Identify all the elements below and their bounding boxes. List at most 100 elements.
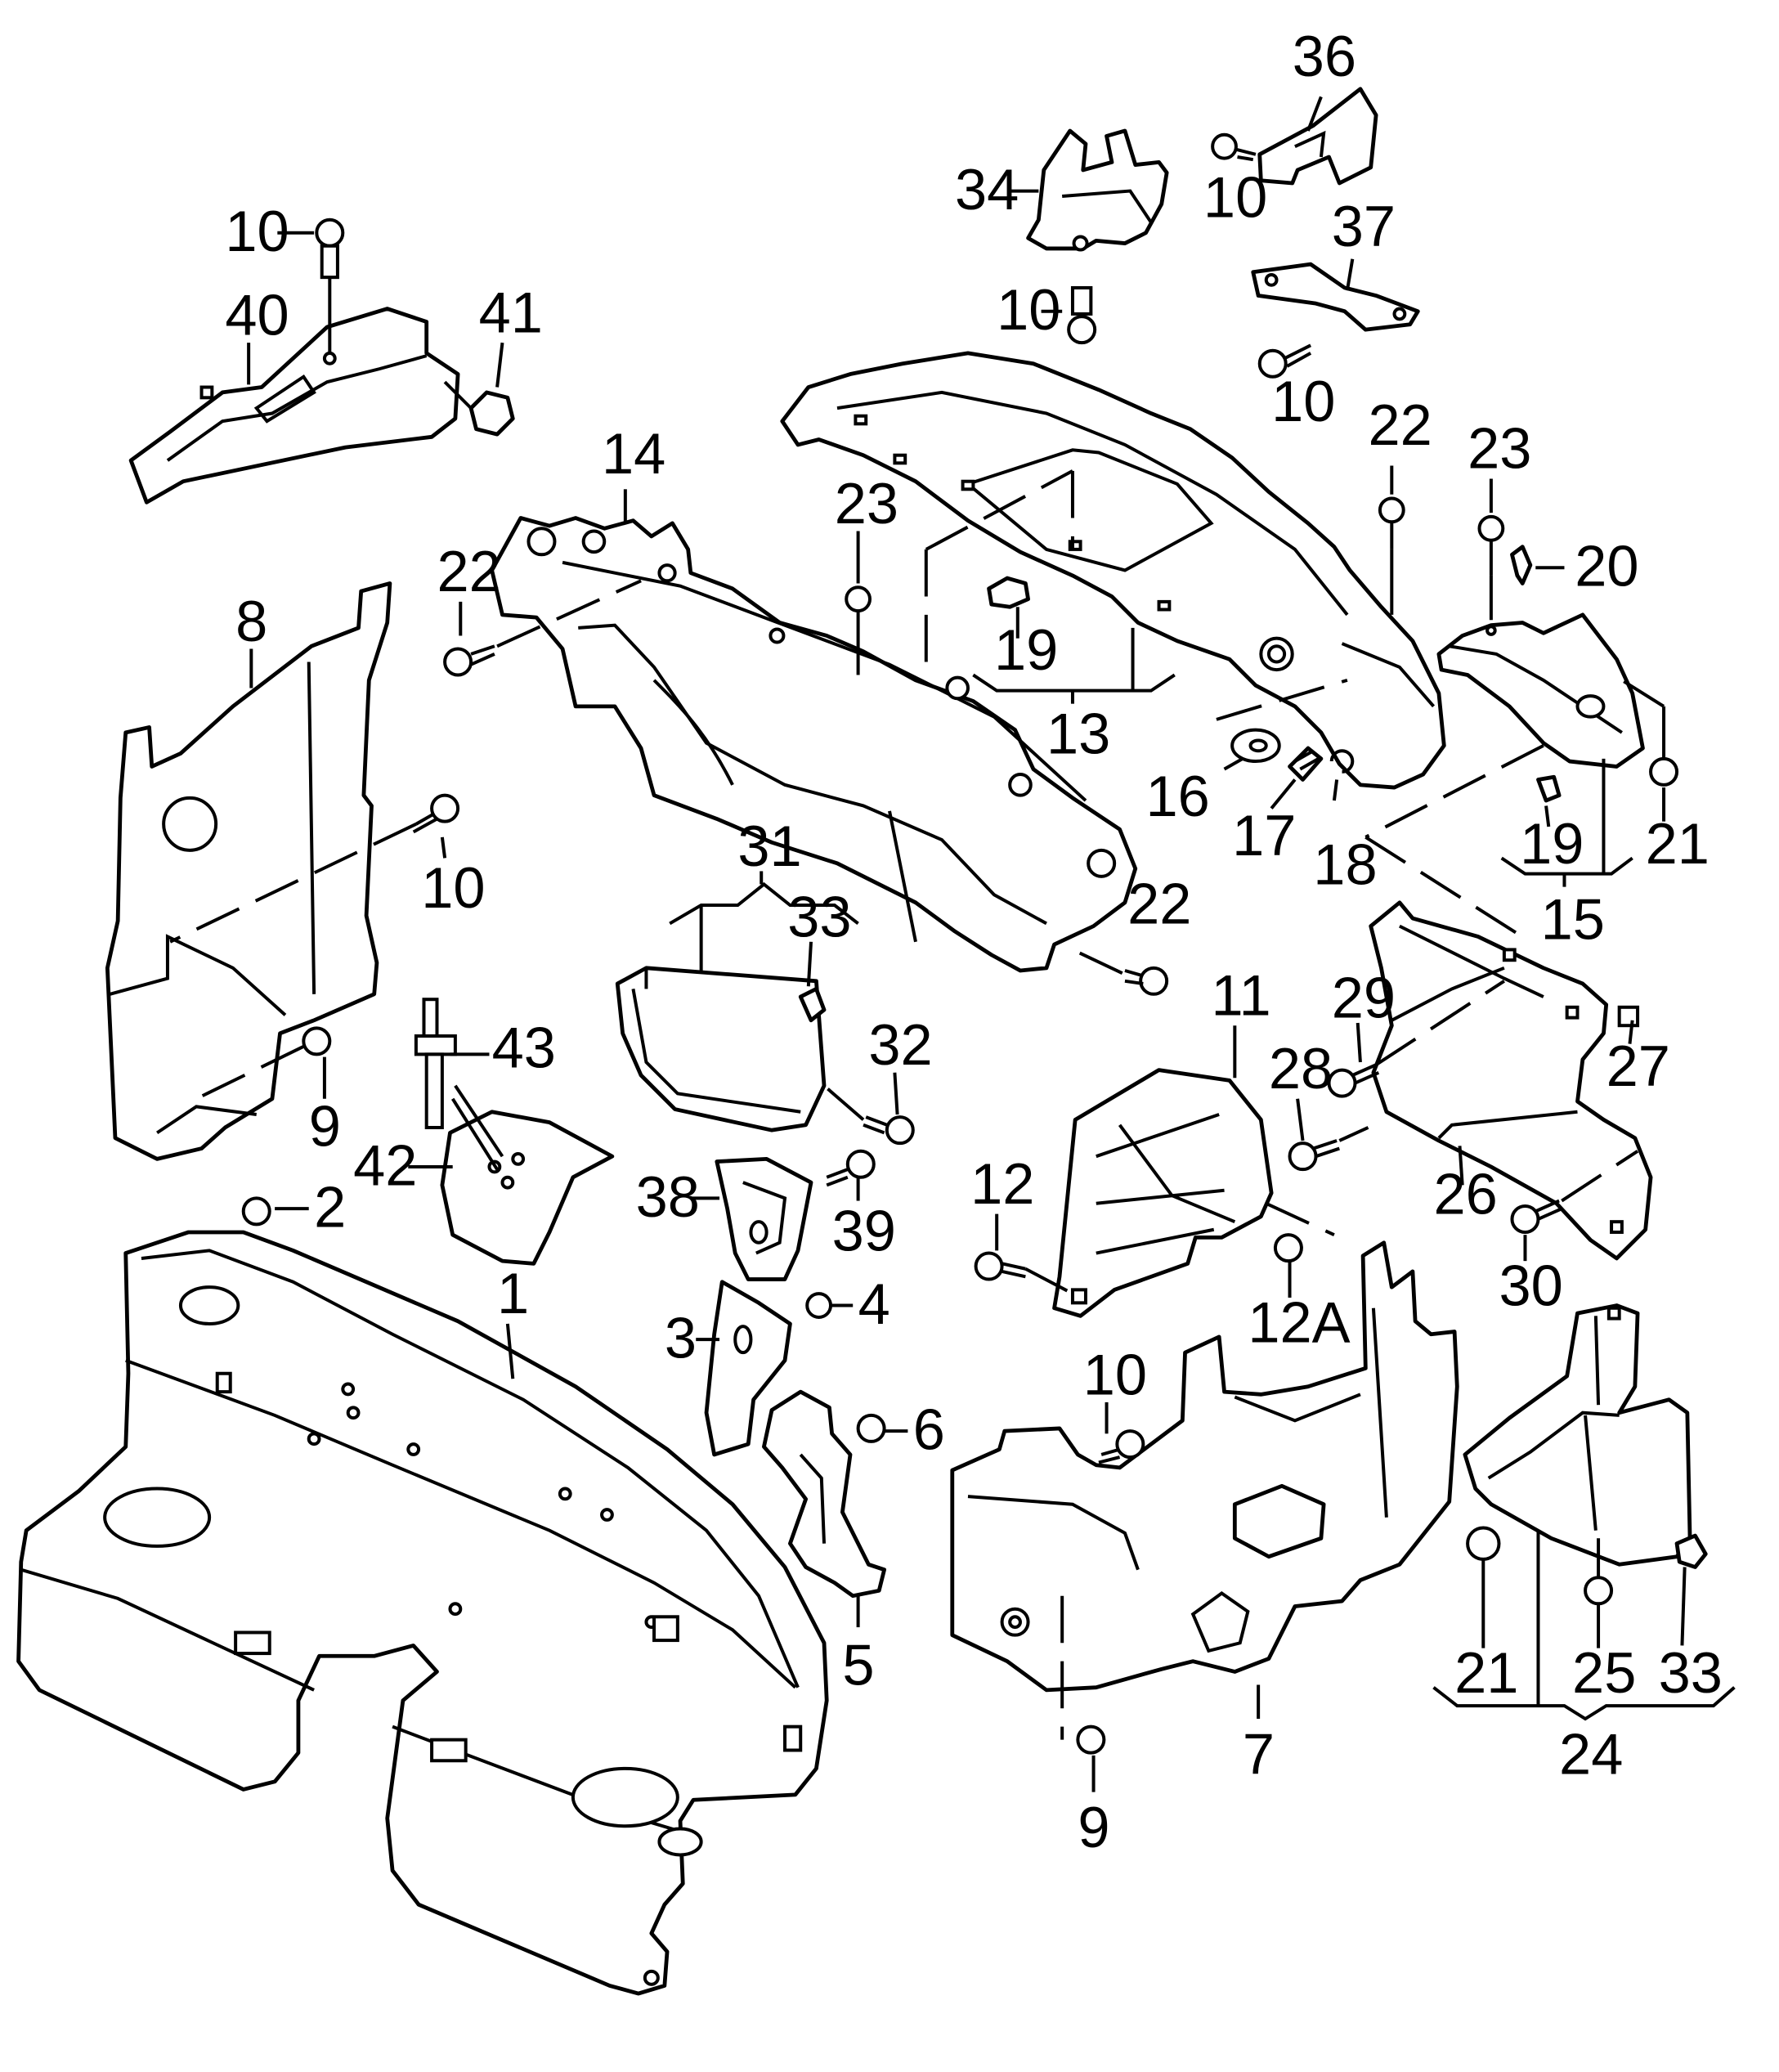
callout-11: 11 (1212, 962, 1271, 1027)
part-40-reinforcement (128, 307, 460, 505)
part-26-bracket (1369, 900, 1653, 1261)
callout-leaders (247, 96, 1736, 1792)
nut-6 (856, 1413, 886, 1443)
bolt-32 (822, 1084, 915, 1146)
bolt-12 (974, 1251, 1077, 1297)
callout-19-right: 19 (1520, 811, 1584, 876)
callout-42: 42 (353, 1132, 417, 1197)
part-14-cross-member (490, 516, 1138, 973)
part-43-cable-tie (414, 998, 457, 1129)
screw-23-middle (845, 585, 872, 675)
callout-10-under-37: 10 (1271, 369, 1335, 433)
part-34-bracket (1026, 128, 1169, 252)
ring-18 (1329, 749, 1355, 774)
callout-17: 17 (1232, 803, 1296, 868)
callout-28: 28 (1269, 1036, 1333, 1101)
callout-23-right: 23 (1468, 416, 1531, 481)
callout-7: 7 (1243, 1721, 1275, 1786)
bolt-10-part-8 (412, 793, 460, 834)
bolt-10-top-right (1211, 132, 1257, 162)
callout-4: 4 (858, 1271, 890, 1336)
part-7-side-panel (950, 1240, 1459, 1693)
part-37-bracket (1251, 262, 1420, 332)
callout-15: 15 (1541, 887, 1605, 952)
callout-22-right-top: 22 (1369, 392, 1432, 457)
callout-24: 24 (1559, 1721, 1623, 1786)
leader-8-bolt (169, 823, 417, 944)
nut-25 (1584, 1538, 1614, 1606)
leader-15-left (1364, 744, 1544, 839)
callout-10-part-8: 10 (421, 855, 485, 920)
callout-20: 20 (1575, 534, 1638, 599)
callout-32: 32 (868, 1012, 932, 1077)
part-5-bracket (762, 1389, 887, 1599)
part-1-rear-panel (16, 1230, 829, 1996)
bolt-10-under-34 (1067, 285, 1097, 345)
callout-12A: 12A (1248, 1289, 1350, 1354)
leader-13-b (925, 469, 1073, 551)
callout-39: 39 (832, 1198, 896, 1262)
bolt-10-part-7 (1098, 1429, 1145, 1464)
callout-36: 36 (1293, 24, 1356, 88)
callout-8: 8 (235, 589, 267, 653)
bolt-39 (826, 1149, 876, 1187)
bolt-10-under-37 (1257, 343, 1312, 379)
clip-19-middle (987, 576, 1030, 609)
leader-16-18 (1216, 678, 1348, 721)
callout-10-top-left: 10 (225, 199, 289, 263)
callout-13: 13 (1046, 701, 1110, 765)
bolt-28 (1288, 1126, 1369, 1172)
part-42-heat-shield (440, 1084, 615, 1266)
callout-16: 16 (1146, 764, 1210, 828)
callout-10-under-34: 10 (997, 277, 1060, 342)
nut-21-top (1620, 679, 1679, 787)
callout-1: 1 (497, 1261, 529, 1325)
part-15-bracket (1436, 612, 1645, 769)
clip-19-right (1536, 774, 1562, 803)
callout-19-middle: 19 (994, 617, 1058, 682)
part-31-tray (615, 966, 827, 1132)
callout-3: 3 (665, 1306, 697, 1370)
callout-12: 12 (970, 1151, 1034, 1216)
clip-33-middle (798, 987, 827, 1023)
screw-22-right-top (1378, 496, 1405, 549)
bolt-30 (1510, 1150, 1639, 1234)
nut-2 (241, 1196, 271, 1227)
callout-22-right: 22 (1127, 871, 1191, 935)
callout-40: 40 (225, 283, 289, 348)
bolt-22-right (1072, 948, 1169, 996)
callout-23-middle: 23 (835, 471, 898, 536)
spring-17 (1288, 746, 1324, 782)
nut-21-bottom (1466, 1526, 1501, 1561)
nut-9-bottom (1060, 1595, 1106, 1755)
callout-9-left: 9 (309, 1093, 341, 1158)
callout-6: 6 (913, 1397, 945, 1462)
leader-8-nut (195, 1045, 305, 1101)
callout-25: 25 (1572, 1640, 1636, 1705)
callout-33-bottom: 33 (1659, 1640, 1723, 1705)
callout-30: 30 (1499, 1254, 1562, 1318)
callout-31: 31 (737, 814, 801, 878)
callout-labels: 36 34 10 10 10 10 37 40 41 10 14 22 22 2… (225, 24, 1723, 1859)
callout-26: 26 (1433, 1162, 1497, 1227)
part-24-bracket (1463, 1303, 1692, 1567)
callout-33-middle: 33 (787, 884, 851, 949)
nut-9-left (302, 1026, 332, 1056)
bolt-29 (1327, 980, 1505, 1098)
callout-10-part-7: 10 (1083, 1342, 1147, 1406)
callout-2: 2 (314, 1175, 346, 1240)
callout-34: 34 (955, 157, 1019, 222)
washer-16 (1230, 728, 1281, 764)
part-36-bracket (1257, 87, 1378, 186)
leader-15-down (1364, 836, 1531, 944)
nut-12A (1265, 1201, 1335, 1263)
callout-22-left: 22 (437, 539, 500, 603)
bolt-22-left (443, 579, 642, 677)
callout-14: 14 (602, 421, 665, 486)
callout-41: 41 (479, 280, 543, 344)
part-8-side-panel (105, 581, 392, 1161)
screw-23-right (1477, 514, 1505, 621)
part-38-bracket (715, 1156, 813, 1281)
callout-27: 27 (1606, 1034, 1670, 1098)
